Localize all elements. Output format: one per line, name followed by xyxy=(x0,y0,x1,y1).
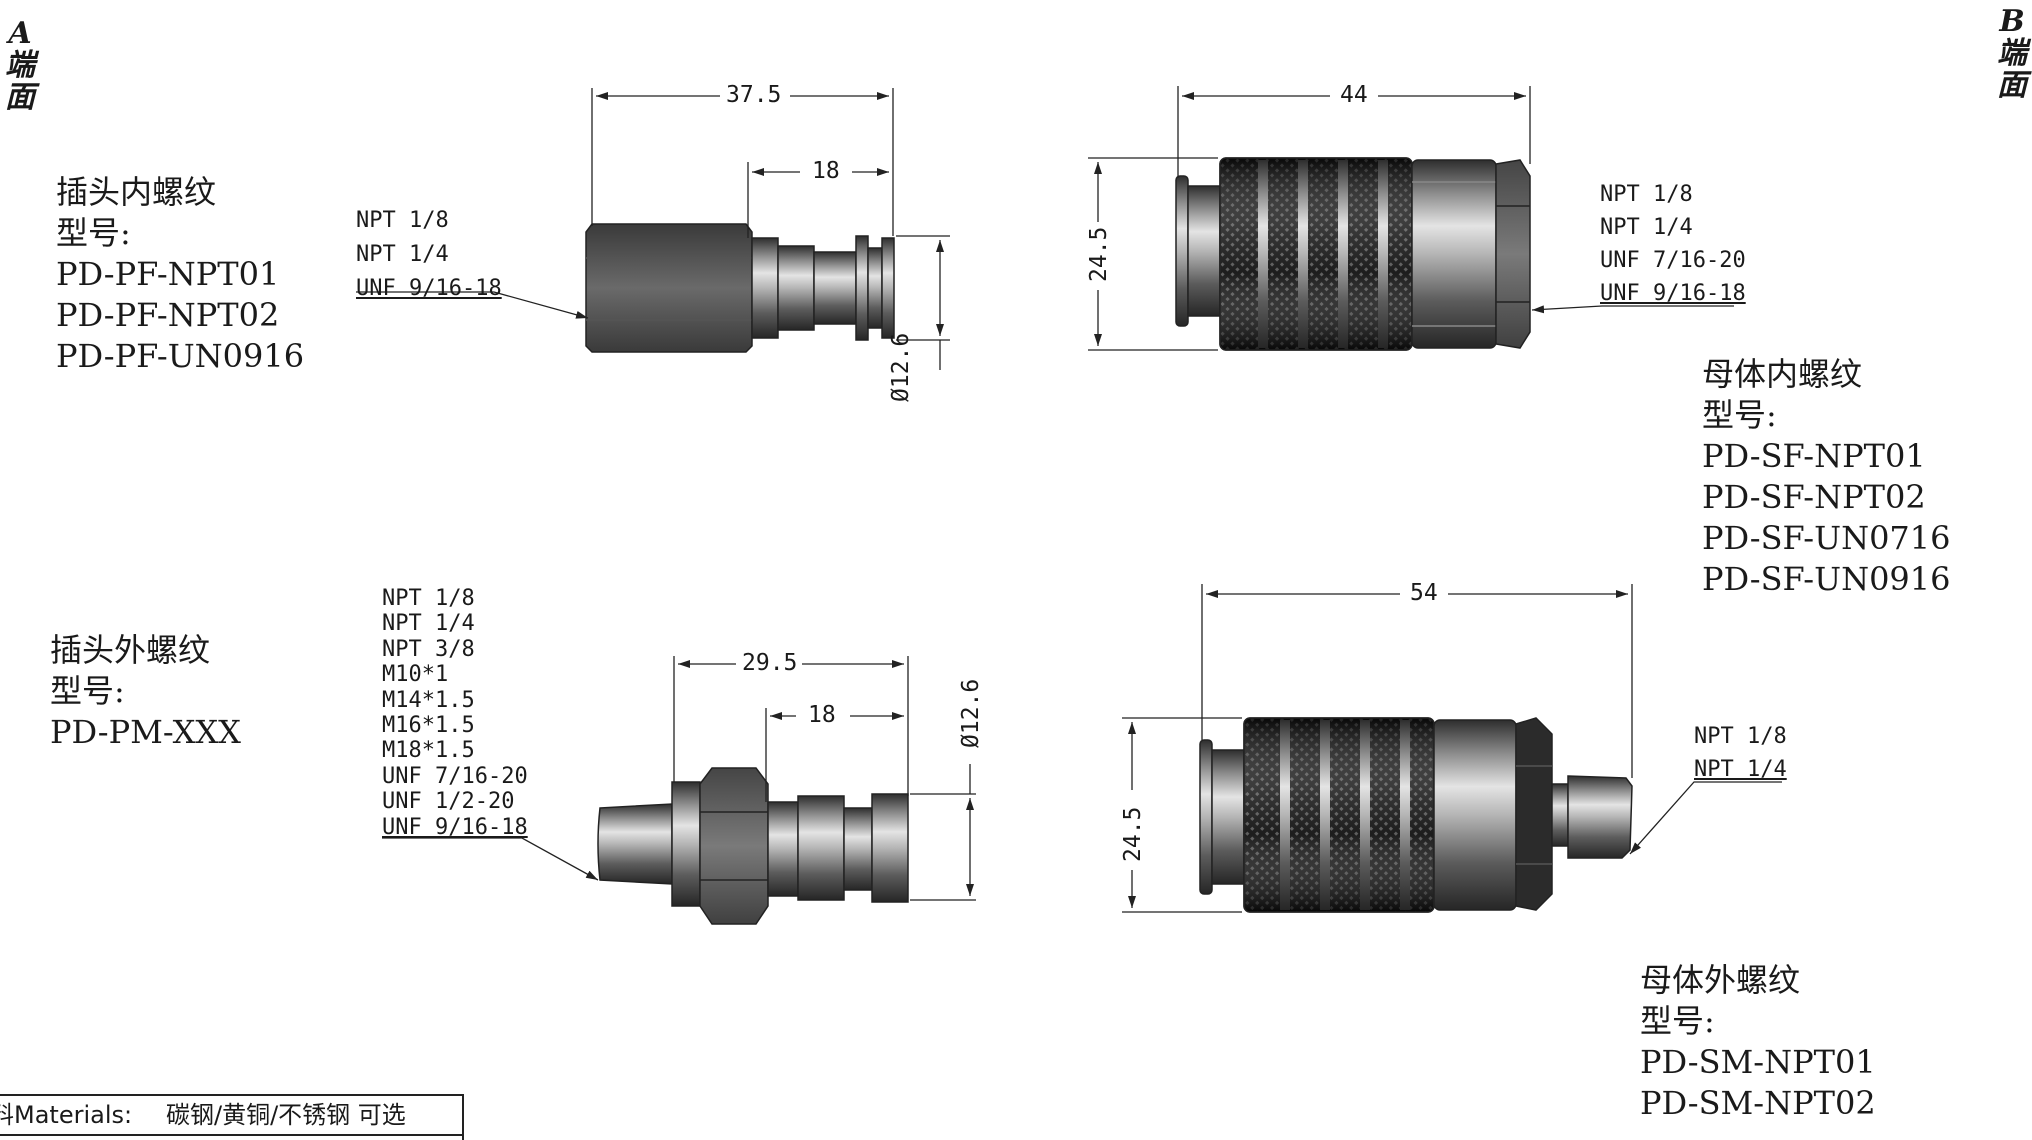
thread-spec: NPT 1/8 xyxy=(356,208,449,233)
socket-female-dim-overall: 44 xyxy=(1340,82,1368,108)
plug-female-dim-overall: 37.5 xyxy=(726,82,782,108)
plug-female-dimensions xyxy=(356,88,950,370)
socket-male-model: PD-SM-NPT01 xyxy=(1640,1043,1876,1081)
plug-male-info: 插头外螺纹 型号: PD-PM-XXX xyxy=(50,630,241,753)
socket-female-part xyxy=(1175,157,1531,351)
plug-male-dim-nose: 18 xyxy=(808,702,836,728)
thread-spec: NPT 3/8 xyxy=(382,636,475,662)
thread-spec: UNF 1/2-20 xyxy=(382,789,515,815)
corner-a-letter: A xyxy=(8,16,32,51)
socket-female-model: PD-SF-UN0916 xyxy=(1702,560,1951,598)
plug-male-model: PD-PM-XXX xyxy=(50,713,241,751)
thread-spec: UNF 7/16-20 xyxy=(1600,248,1746,273)
plug-female-model: PD-PF-UN0916 xyxy=(56,337,305,375)
thread-spec: M18*1.5 xyxy=(382,738,475,764)
materials-row: 料Materials: 碳钢/黄铜/不锈钢 可选 xyxy=(0,1096,462,1136)
corner-a-text1: 端 xyxy=(5,48,35,83)
corner-b-text1: 端 xyxy=(1997,36,2027,71)
plug-female-title: 插头内螺纹 xyxy=(56,173,217,211)
socket-female-title: 母体内螺纹 xyxy=(1702,355,1863,393)
socket-female-model: PD-SF-UN0716 xyxy=(1702,519,1951,557)
plug-female-label: 型号: xyxy=(56,214,131,252)
thread-spec: NPT 1/4 xyxy=(356,242,449,267)
thread-spec: NPT 1/4 xyxy=(1600,215,1693,240)
thread-spec: UNF 9/16-18 xyxy=(1600,281,1746,306)
plug-female-threads: NPT 1/8 NPT 1/4 UNF 9/16-18 xyxy=(356,204,502,306)
thread-spec: UNF 9/16-18 xyxy=(356,276,502,301)
socket-female-model: PD-SF-NPT02 xyxy=(1702,478,1926,516)
thread-spec: NPT 1/8 xyxy=(1694,724,1787,749)
corner-b-letter: B xyxy=(1999,4,2025,39)
socket-male-dim-height: 24.5 xyxy=(1120,806,1146,862)
materials-label: 料Materials: xyxy=(0,1101,133,1129)
socket-male-dim-overall: 54 xyxy=(1410,580,1438,606)
materials-value: 碳钢/黄铜/不锈钢 可选 xyxy=(166,1101,406,1129)
plug-male-part xyxy=(597,767,909,925)
thread-spec: M10*1 xyxy=(382,662,449,688)
socket-female-dim-height: 24.5 xyxy=(1086,226,1112,282)
plug-male-threads: NPT 1/8 NPT 1/4 NPT 3/8 M10*1 M14*1.5 M1… xyxy=(382,586,528,840)
plug-female-dim-nose: 18 xyxy=(812,158,840,184)
socket-female-model: PD-SF-NPT01 xyxy=(1702,437,1926,475)
corner-a-text2: 面 xyxy=(5,80,35,115)
corner-label-b: B 端 面 xyxy=(1992,6,2032,102)
socket-female-label: 型号: xyxy=(1702,396,1777,434)
socket-male-label: 型号: xyxy=(1640,1002,1715,1040)
socket-male-model: PD-SM-NPT02 xyxy=(1640,1084,1876,1122)
thread-spec: UNF 9/16-18 xyxy=(382,814,528,840)
plug-female-dim-diameter: Ø12.6 xyxy=(888,332,914,402)
socket-female-threads: NPT 1/8 NPT 1/4 UNF 7/16-20 UNF 9/16-18 xyxy=(1600,178,1746,310)
plug-male-dimensions xyxy=(382,656,976,901)
plug-female-model: PD-PF-NPT01 xyxy=(56,255,280,293)
thread-spec: NPT 1/8 xyxy=(382,586,475,611)
thread-spec: NPT 1/4 xyxy=(1694,757,1787,782)
plug-male-title: 插头外螺纹 xyxy=(50,631,211,669)
socket-male-threads: NPT 1/8 NPT 1/4 xyxy=(1694,720,1787,786)
socket-male-title: 母体外螺纹 xyxy=(1640,961,1801,999)
corner-b-text2: 面 xyxy=(1997,68,2027,103)
thread-spec: NPT 1/4 xyxy=(382,611,475,637)
socket-female-info: 母体内螺纹 型号: PD-SF-NPT01 PD-SF-NPT02 PD-SF-… xyxy=(1702,354,1951,600)
thread-spec: M16*1.5 xyxy=(382,713,475,739)
plug-male-dim-diameter: Ø12.6 xyxy=(958,678,984,748)
socket-male-info: 母体外螺纹 型号: PD-SM-NPT01 PD-SM-NPT02 xyxy=(1640,960,1876,1124)
materials-table: 料Materials: 碳钢/黄铜/不锈钢 可选 xyxy=(0,1094,464,1140)
plug-female-model: PD-PF-NPT02 xyxy=(56,296,280,334)
socket-male-part xyxy=(1199,717,1633,913)
thread-spec: UNF 7/16-20 xyxy=(382,763,528,789)
thread-spec: NPT 1/8 xyxy=(1600,182,1693,207)
plug-female-info: 插头内螺纹 型号: PD-PF-NPT01 PD-PF-NPT02 PD-PF-… xyxy=(56,172,304,377)
socket-male-dimensions xyxy=(1122,584,1782,913)
socket-female-dimensions xyxy=(1088,86,1734,351)
plug-male-dim-overall: 29.5 xyxy=(742,650,798,676)
corner-label-a: A 端 面 xyxy=(0,18,40,114)
plug-female-part xyxy=(585,223,895,353)
thread-spec: M14*1.5 xyxy=(382,687,475,713)
plug-male-label: 型号: xyxy=(50,672,125,710)
